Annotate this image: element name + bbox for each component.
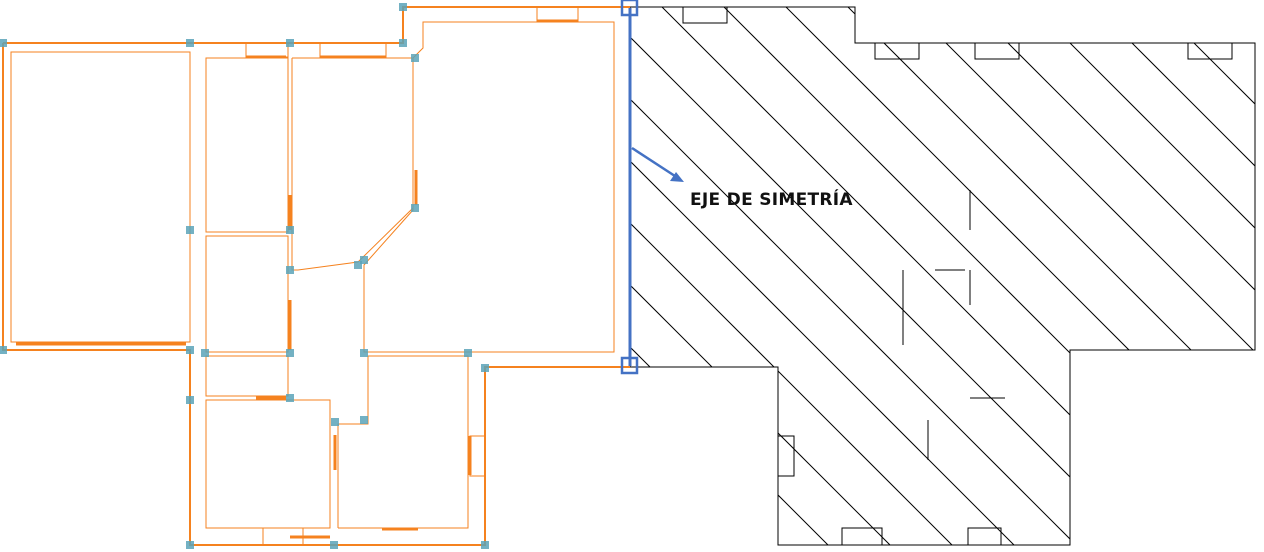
vertex-grip[interactable] xyxy=(481,364,489,372)
axis-endpoint-grip[interactable] xyxy=(620,0,639,17)
room xyxy=(337,355,469,529)
window xyxy=(319,42,387,58)
vertex-grip[interactable] xyxy=(331,418,339,426)
window xyxy=(874,42,920,60)
room-main xyxy=(363,21,615,353)
window xyxy=(469,435,486,477)
vertex-grip[interactable] xyxy=(360,416,368,424)
original-plan xyxy=(2,6,630,546)
window xyxy=(974,42,1020,60)
hatch-line xyxy=(630,7,1099,545)
window xyxy=(841,527,883,546)
vertex-grip[interactable] xyxy=(399,3,407,11)
room xyxy=(205,235,289,353)
window xyxy=(245,42,289,58)
hatch-line xyxy=(1157,7,1255,545)
vertex-grip[interactable] xyxy=(286,39,294,47)
vertex-grip[interactable] xyxy=(186,396,194,404)
vertex-grip[interactable] xyxy=(360,349,368,357)
vertex-grip[interactable] xyxy=(286,394,294,402)
vertex-grip[interactable] xyxy=(411,54,419,62)
hatch-line xyxy=(1219,7,1255,545)
vertex-grip[interactable] xyxy=(464,349,472,357)
hatch-line xyxy=(909,7,1255,545)
vertex-grip[interactable] xyxy=(411,204,419,212)
hatch-line xyxy=(630,7,851,545)
hatch-line xyxy=(630,7,727,545)
room xyxy=(205,355,289,397)
room xyxy=(205,399,331,529)
vertex-grip[interactable] xyxy=(360,256,368,264)
room xyxy=(291,57,414,271)
symmetry-axis-label: EJE DE SIMETRÍA xyxy=(690,190,853,210)
vertex-grip[interactable] xyxy=(354,261,362,269)
axis-endpoint-grip[interactable] xyxy=(620,356,639,375)
mirrored-outline xyxy=(629,6,1256,546)
symmetry-axis[interactable] xyxy=(620,0,684,375)
outer-wall xyxy=(2,43,630,546)
vertex-grip[interactable] xyxy=(186,226,194,234)
hatch-line xyxy=(630,7,789,545)
hatch-line xyxy=(661,7,1223,545)
vertex-grip[interactable] xyxy=(201,349,209,357)
hatch-line xyxy=(630,7,913,545)
hatch-pattern xyxy=(42,7,1255,552)
hatch-line xyxy=(630,7,975,545)
hatch-line xyxy=(1095,7,1255,545)
vertex-grip[interactable] xyxy=(186,541,194,549)
mirrored-plan xyxy=(42,6,1256,552)
vertex-markers xyxy=(0,3,489,549)
window xyxy=(967,527,1002,546)
vertex-grip[interactable] xyxy=(481,541,489,549)
vertex-grip[interactable] xyxy=(286,266,294,274)
vertex-grip[interactable] xyxy=(330,541,338,549)
vertex-grip[interactable] xyxy=(0,346,7,354)
room xyxy=(205,57,289,233)
vertex-grip[interactable] xyxy=(286,226,294,234)
outer-wall xyxy=(3,6,630,44)
window xyxy=(777,435,795,477)
hatch-line xyxy=(785,7,1255,545)
hatch-line xyxy=(971,7,1255,545)
room-left xyxy=(10,51,191,343)
vertex-grip[interactable] xyxy=(186,346,194,354)
hatch-line xyxy=(630,7,1037,545)
vertex-grip[interactable] xyxy=(399,39,407,47)
vertex-grip[interactable] xyxy=(0,39,7,47)
window xyxy=(1187,42,1233,60)
window xyxy=(262,527,304,546)
hatch-line xyxy=(1033,7,1255,545)
hatch-line xyxy=(630,7,1161,545)
window xyxy=(682,6,728,24)
hatch-line xyxy=(847,7,1255,545)
vertex-grip[interactable] xyxy=(286,349,294,357)
arrowhead-icon xyxy=(670,172,684,182)
hatch-line xyxy=(630,7,665,545)
hatch-line xyxy=(42,7,602,552)
window xyxy=(536,6,579,22)
vertex-grip[interactable] xyxy=(186,39,194,47)
leader-arrow xyxy=(631,146,679,180)
